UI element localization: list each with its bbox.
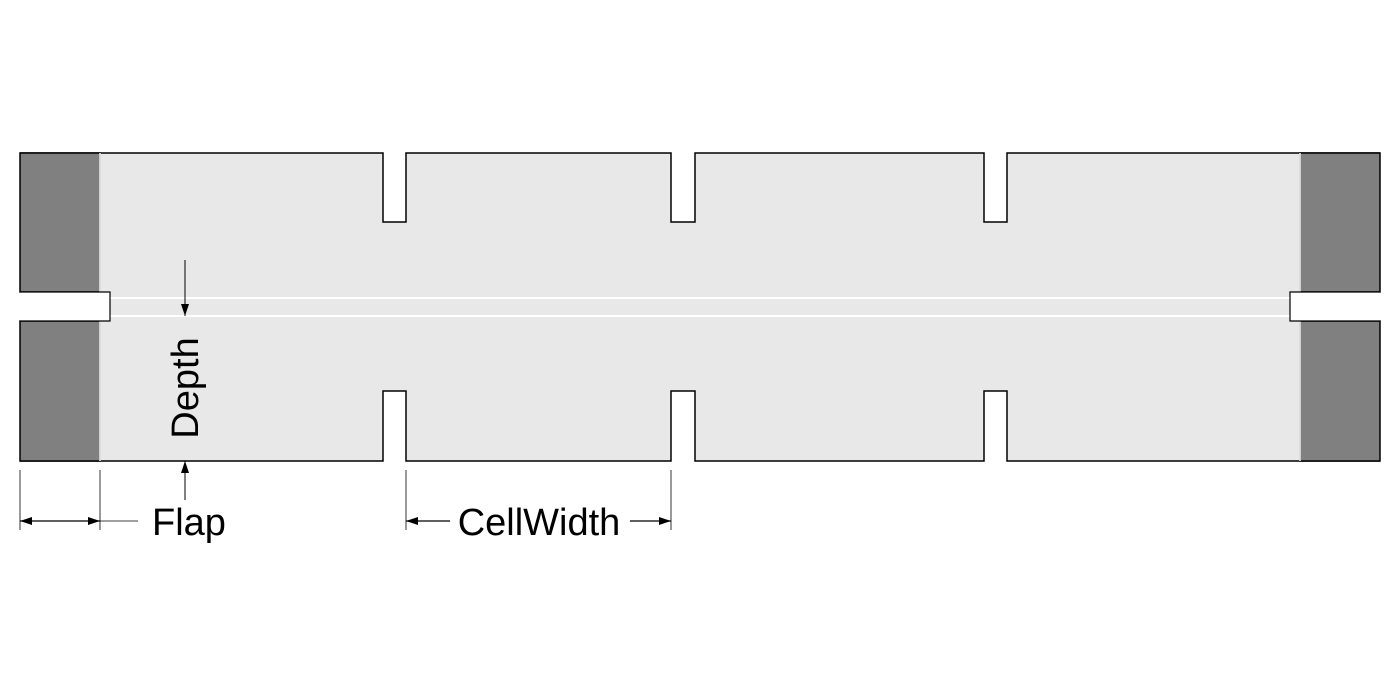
top-strip <box>100 153 1300 296</box>
left-joint-tab <box>20 291 111 322</box>
flap-top-left <box>19 152 101 293</box>
flap-label: Flap <box>152 502 226 544</box>
depth-dimension: Depth <box>165 260 207 500</box>
center-band <box>110 296 1290 318</box>
flap-bottom-right <box>1299 320 1381 462</box>
bottom-strip-outline <box>20 390 1380 462</box>
top-strip-outline <box>20 152 1380 223</box>
bottom-strip <box>100 318 1300 461</box>
cellwidth-dimension: CellWidth <box>405 470 672 544</box>
flap-dimension: Flap <box>19 470 226 544</box>
flap-bottom-left <box>19 320 101 462</box>
depth-label: Depth <box>165 337 207 438</box>
cellwidth-label: CellWidth <box>458 502 621 544</box>
flap-top-right <box>1299 152 1381 293</box>
right-joint-tab <box>1289 291 1380 322</box>
